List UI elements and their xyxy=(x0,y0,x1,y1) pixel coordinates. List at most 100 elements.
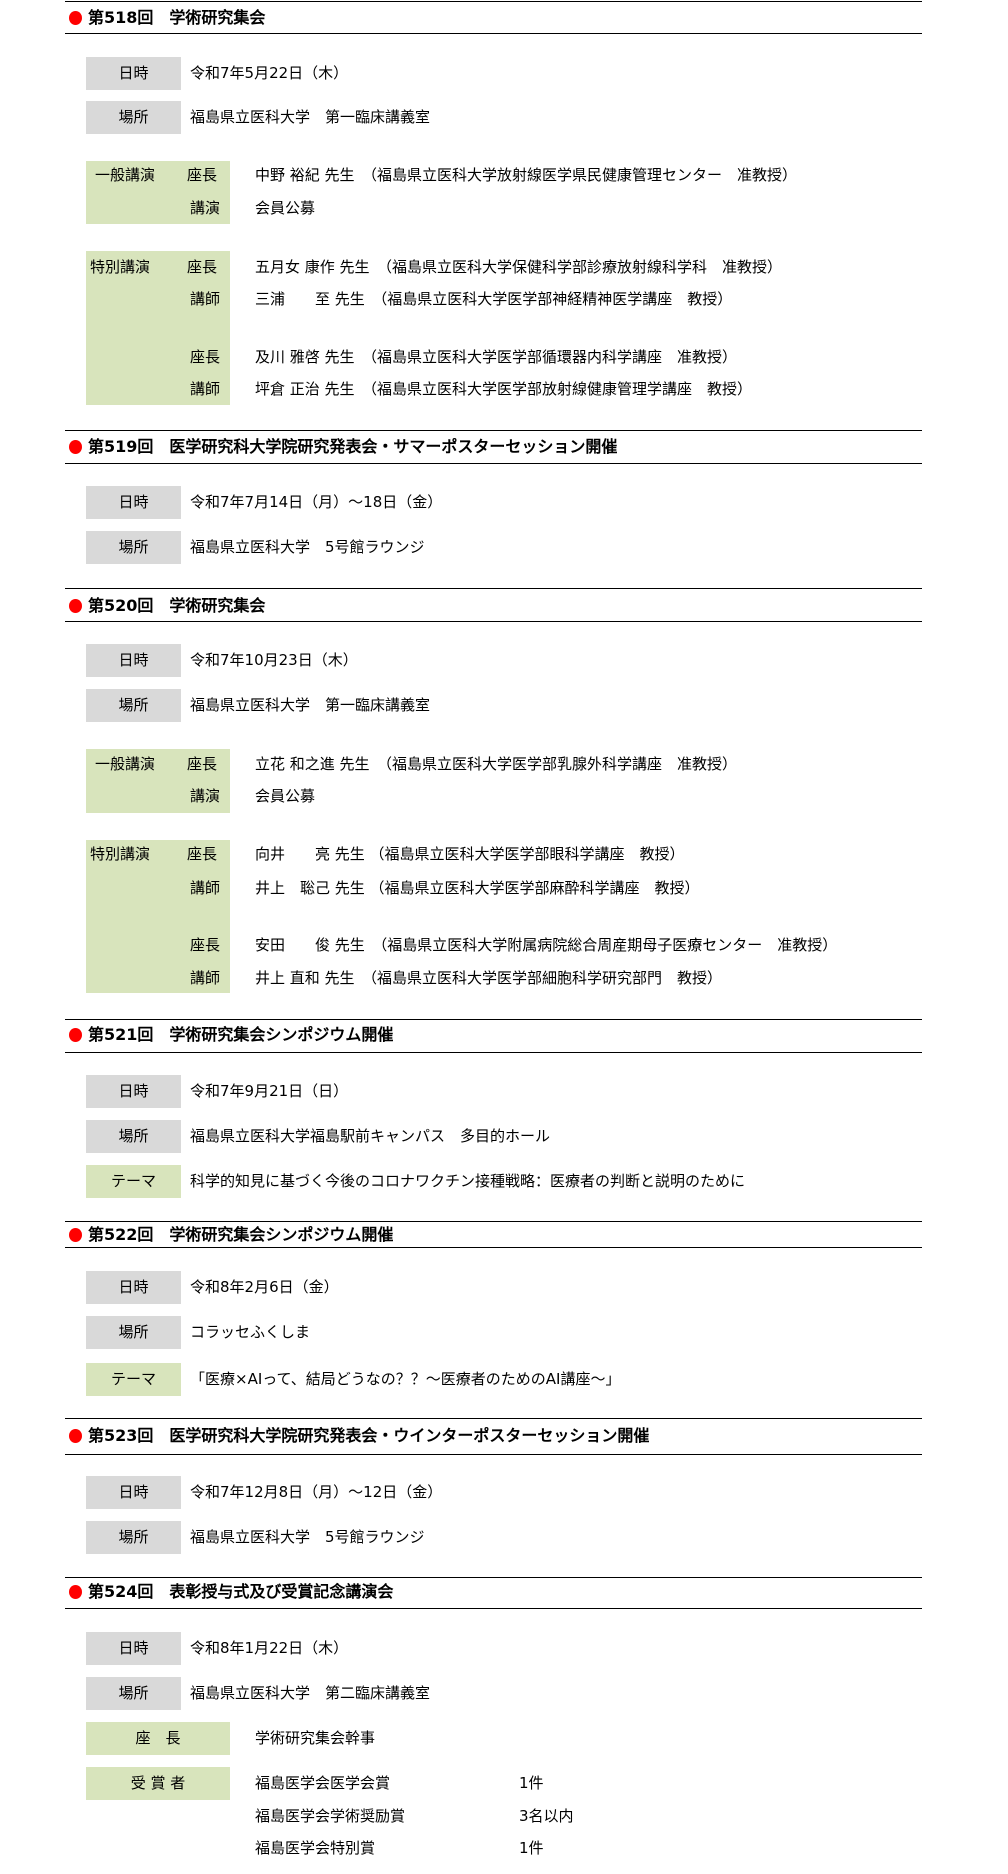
place-label: 場所 xyxy=(86,1316,181,1349)
date-label: 日時 xyxy=(86,486,181,519)
general-lecture-box xyxy=(86,161,230,224)
red-bullet-icon xyxy=(69,1028,82,1042)
lecturer-text: 三浦 至 先生 （福島県立医科大学医学部神経精神医学講座 教授） xyxy=(255,290,733,308)
chair-text: 五月女 康作 先生 （福島県立医科大学保健科学部診療放射線科学科 准教授） xyxy=(255,258,783,276)
special-lecture-box xyxy=(86,251,230,405)
lecturer-text: 井上 直和 先生 （福島県立医科大学医学部細胞科学研究部門 教授） xyxy=(255,969,723,987)
divider xyxy=(65,33,922,34)
general-lecture-label: 一般講演 xyxy=(95,755,156,773)
section-title: 第521回 学術研究集会シンポジウム開催 xyxy=(69,1025,393,1045)
section-title-text: 第522回 学術研究集会シンポジウム開催 xyxy=(88,1225,394,1244)
lecture-label: 講演 xyxy=(190,199,221,217)
section-title-text: 第520回 学術研究集会 xyxy=(88,596,266,615)
divider xyxy=(65,621,922,622)
chair-label: 座 長 xyxy=(86,1722,230,1755)
place-label: 場所 xyxy=(86,1677,181,1710)
theme-label: テーマ xyxy=(86,1363,181,1396)
divider xyxy=(65,1,922,2)
chair-label: 座長 xyxy=(187,166,218,184)
divider xyxy=(65,1221,922,1222)
divider xyxy=(65,430,922,431)
divider xyxy=(65,1052,922,1053)
date-value: 令和7年7月14日（月）～18日（金） xyxy=(190,493,443,511)
chair-text: 立花 和之進 先生 （福島県立医科大学医学部乳腺外科学講座 准教授） xyxy=(255,755,738,773)
section-title: 第522回 学術研究集会シンポジウム開催 xyxy=(69,1225,393,1245)
divider xyxy=(65,1577,922,1578)
theme-label: テーマ xyxy=(86,1165,181,1198)
chair-label: 座長 xyxy=(190,348,221,366)
chair-text: 中野 裕紀 先生 （福島県立医科大学放射線医学県民健康管理センター 准教授） xyxy=(255,166,798,184)
red-bullet-icon xyxy=(69,599,82,613)
section-title-text: 第519回 医学研究科大学院研究発表会・サマーポスターセッション開催 xyxy=(88,437,618,456)
place-label: 場所 xyxy=(86,1521,181,1554)
lecture-text: 会員公募 xyxy=(255,199,316,217)
theme-value: 科学的知見に基づく今後のコロナワクチン接種戦略：医療者の判断と説明のために xyxy=(190,1172,746,1190)
date-value: 令和8年1月22日（木） xyxy=(190,1639,349,1657)
awardees-label: 受 賞 者 xyxy=(86,1767,230,1800)
chair-text: 向井 亮 先生 （福島県立医科大学医学部眼科学講座 教授） xyxy=(255,845,685,863)
date-label: 日時 xyxy=(86,57,181,90)
place-label: 場所 xyxy=(86,531,181,564)
place-value: 福島県立医科大学 第一臨床講義室 xyxy=(190,108,431,126)
divider xyxy=(65,588,922,589)
award-name: 福島医学会特別賞 xyxy=(255,1839,376,1857)
date-value: 令和7年10月23日（木） xyxy=(190,651,358,669)
place-value: コラッセふくしま xyxy=(190,1323,311,1341)
place-label: 場所 xyxy=(86,689,181,722)
section-title: 第523回 医学研究科大学院研究発表会・ウインターポスターセッション開催 xyxy=(69,1426,649,1446)
section-title-text: 第518回 学術研究集会 xyxy=(88,8,266,27)
section-title-text: 第521回 学術研究集会シンポジウム開催 xyxy=(88,1025,394,1044)
special-lecture-box xyxy=(86,840,230,993)
divider xyxy=(65,1247,922,1248)
chair-label: 座長 xyxy=(187,258,218,276)
date-value: 令和7年9月21日（日） xyxy=(190,1082,349,1100)
general-lecture-box xyxy=(86,749,230,813)
lecturer-label: 講師 xyxy=(190,290,221,308)
section-title-text: 第523回 医学研究科大学院研究発表会・ウインターポスターセッション開催 xyxy=(88,1426,650,1445)
chair-value: 学術研究集会幹事 xyxy=(255,1729,376,1747)
place-value: 福島県立医科大学福島駅前キャンパス 多目的ホール xyxy=(190,1127,551,1145)
lecture-label: 講演 xyxy=(190,787,221,805)
place-value: 福島県立医科大学 第二臨床講義室 xyxy=(190,1684,431,1702)
section-title: 第519回 医学研究科大学院研究発表会・サマーポスターセッション開催 xyxy=(69,437,617,457)
date-label: 日時 xyxy=(86,644,181,677)
date-label: 日時 xyxy=(86,1075,181,1108)
lecture-text: 会員公募 xyxy=(255,787,316,805)
red-bullet-icon xyxy=(69,1429,82,1443)
general-lecture-label: 一般講演 xyxy=(95,166,156,184)
red-bullet-icon xyxy=(69,1228,82,1242)
red-bullet-icon xyxy=(69,1585,82,1599)
date-value: 令和8年2月6日（金） xyxy=(190,1278,339,1296)
divider xyxy=(65,1608,922,1609)
award-count: 1件 xyxy=(519,1839,544,1857)
chair-label: 座長 xyxy=(187,845,218,863)
place-label: 場所 xyxy=(86,1120,181,1153)
date-label: 日時 xyxy=(86,1476,181,1509)
place-value: 福島県立医科大学 5号館ラウンジ xyxy=(190,1528,425,1546)
lecturer-text: 井上 聡己 先生 （福島県立医科大学医学部麻酔科学講座 教授） xyxy=(255,879,700,897)
lecturer-text: 坪倉 正治 先生 （福島県立医科大学医学部放射線健康管理学講座 教授） xyxy=(255,380,753,398)
section-title: 第524回 表彰授与式及び受賞記念講演会 xyxy=(69,1582,393,1602)
award-count: 3名以内 xyxy=(519,1807,574,1825)
divider xyxy=(65,1418,922,1419)
award-name: 福島医学会学術奨励賞 xyxy=(255,1807,406,1825)
place-label: 場所 xyxy=(86,101,181,134)
place-value: 福島県立医科大学 5号館ラウンジ xyxy=(190,538,425,556)
red-bullet-icon xyxy=(69,11,82,25)
theme-value: 「医療×AIって、結局どうなの？？～医療者のためのAI講座～」 xyxy=(190,1370,621,1388)
place-value: 福島県立医科大学 第一臨床講義室 xyxy=(190,696,431,714)
award-name: 福島医学会医学会賞 xyxy=(255,1774,391,1792)
lecturer-label: 講師 xyxy=(190,380,221,398)
section-title: 第518回 学術研究集会 xyxy=(69,8,265,28)
date-value: 令和7年12月8日（月）～12日（金） xyxy=(190,1483,443,1501)
special-lecture-label: 特別講演 xyxy=(90,258,151,276)
divider xyxy=(65,1454,922,1455)
divider xyxy=(65,1019,922,1020)
special-lecture-label: 特別講演 xyxy=(90,845,151,863)
section-title-text: 第524回 表彰授与式及び受賞記念講演会 xyxy=(88,1582,394,1601)
chair-label: 座長 xyxy=(187,755,218,773)
date-label: 日時 xyxy=(86,1271,181,1304)
lecturer-label: 講師 xyxy=(190,969,221,987)
date-value: 令和7年5月22日（木） xyxy=(190,64,349,82)
section-title: 第520回 学術研究集会 xyxy=(69,596,265,616)
